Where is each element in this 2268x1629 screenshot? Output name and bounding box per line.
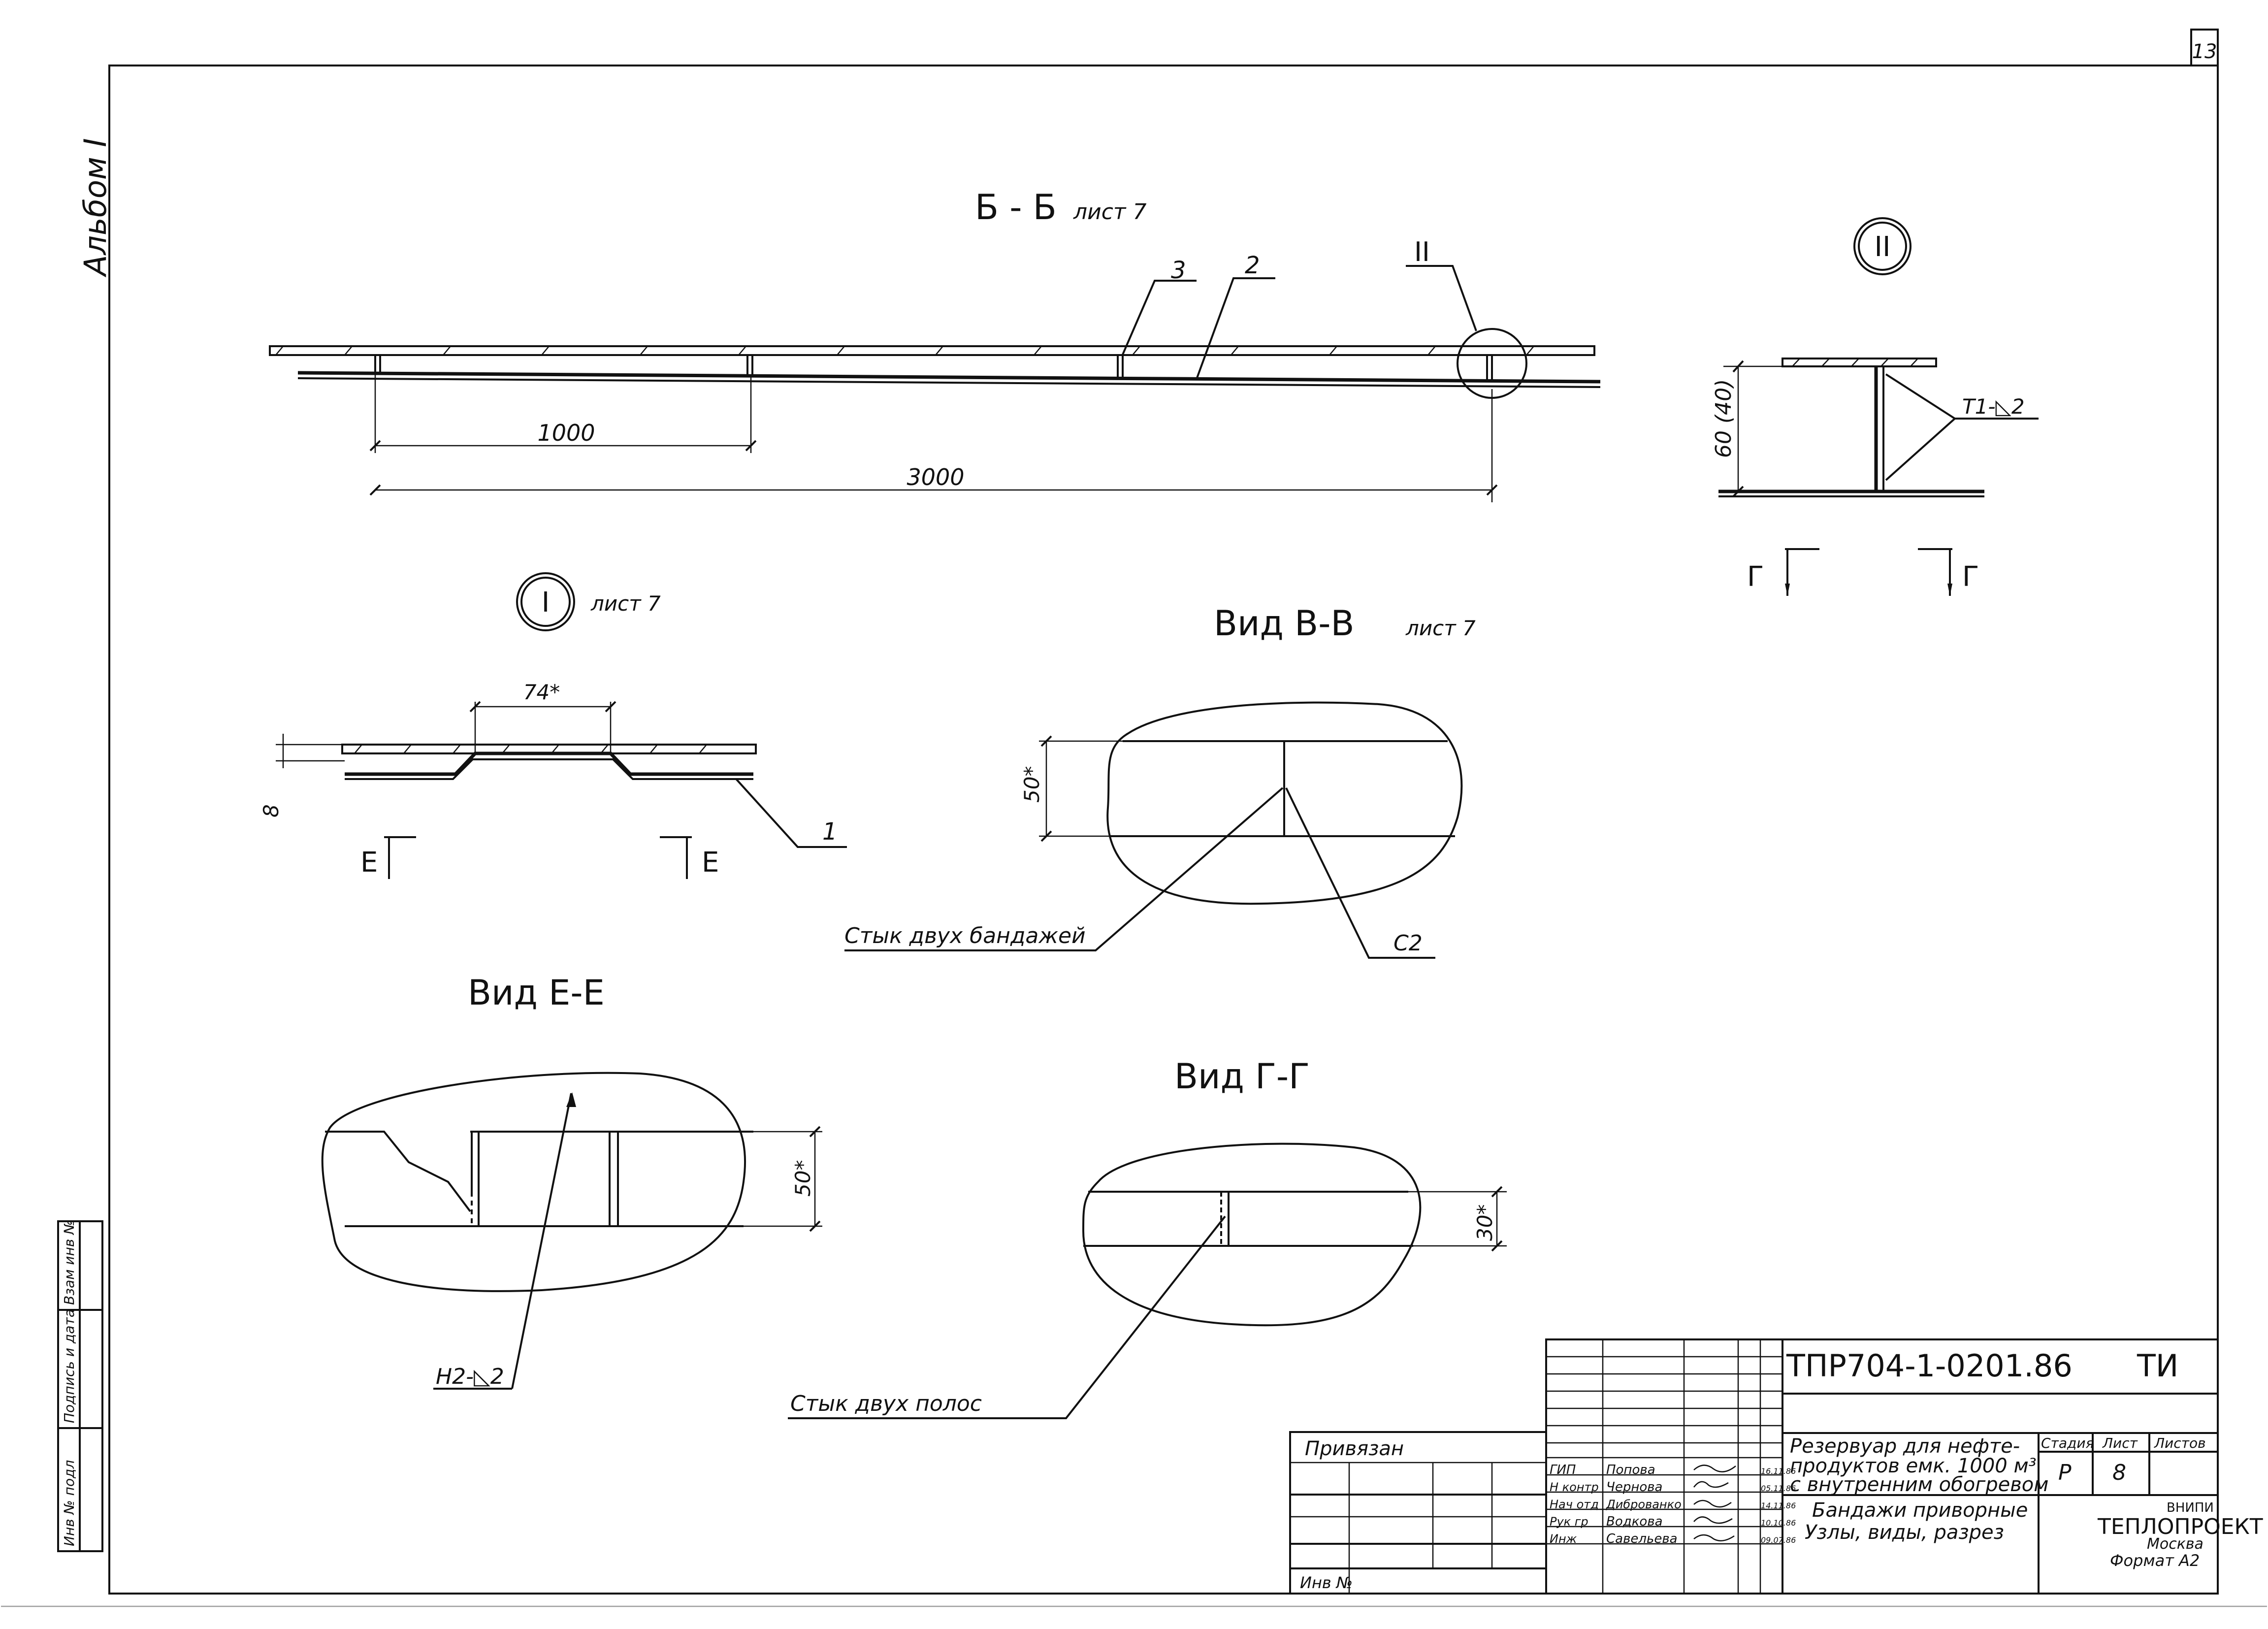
svg-text:Инж: Инж (1550, 1532, 1577, 1546)
view-ee: Вид Е-Е 50* Н2-◺2 (321, 973, 822, 1390)
svg-text:Рук гр: Рук гр (1550, 1515, 1588, 1529)
format-label: Формат А2 (2110, 1551, 2200, 1570)
svg-text:II: II (1414, 236, 1430, 267)
svg-text:Нач отд: Нач отд (1550, 1498, 1599, 1511)
svg-text:Подпись и дата: Подпись и дата (61, 1309, 77, 1423)
svg-text:74*: 74* (523, 680, 560, 704)
svg-text:60 (40): 60 (40) (1711, 379, 1736, 458)
view-vv: Вид В-В лист 7 50* Стык двух бандажей С2 (844, 603, 1476, 959)
svg-text:Инв № подл: Инв № подл (61, 1460, 77, 1546)
sheet-number: 13 (2192, 40, 2217, 63)
svg-text:Чернова: Чернова (1606, 1480, 1663, 1495)
svg-text:Резервуар для нефте-: Резервуар для нефте- (1790, 1435, 2020, 1458)
svg-text:с внутренним обогревом: с внутренним обогревом (1790, 1473, 2048, 1496)
svg-text:С2: С2 (1393, 931, 1423, 956)
svg-text:Е: Е (360, 847, 378, 879)
joint-strips-label: Стык двух полос (790, 1391, 982, 1416)
view-gg: Вид Г-Г 30* Стык двух полос (788, 1056, 1507, 1419)
svg-text:Инв №: Инв № (1300, 1573, 1353, 1592)
svg-text:Листов: Листов (2154, 1435, 2206, 1451)
album-label: Альбом I (77, 138, 113, 278)
svg-text:Водкова: Водкова (1606, 1514, 1663, 1529)
node-2: II 60 (40) T1-◺2 Г Г (1711, 217, 2039, 596)
document-mark: ТИ (2137, 1348, 2178, 1384)
svg-text:Привязан: Привязан (1305, 1437, 1404, 1460)
svg-text:Г: Г (1747, 561, 1764, 593)
joint-bandages-label: Стык двух бандажей (844, 923, 1086, 948)
svg-text:Диброванко: Диброванко (1606, 1498, 1682, 1511)
svg-text:T1-◺2: T1-◺2 (1962, 394, 2025, 419)
svg-text:Попова: Попова (1606, 1463, 1655, 1477)
svg-text:Вид Е-Е: Вид Е-Е (468, 973, 605, 1013)
svg-text:3000: 3000 (907, 464, 964, 490)
svg-text:лист 7: лист 7 (1405, 616, 1476, 640)
section-bb-title: Б - Б (975, 187, 1057, 228)
section-bb: Б - Б лист 7 3 2 II 1000 (269, 187, 1601, 502)
svg-text:14.11.86: 14.11.86 (1761, 1501, 1796, 1510)
svg-text:50*: 50* (1020, 766, 1044, 803)
svg-text:2: 2 (1245, 252, 1260, 279)
svg-text:Н2-◺2: Н2-◺2 (436, 1364, 504, 1389)
svg-text:Вид Г-Г: Вид Г-Г (1174, 1056, 1310, 1097)
svg-text:I: I (542, 586, 550, 619)
svg-text:продуктов емк. 1000 м³: продуктов емк. 1000 м³ (1790, 1455, 2037, 1477)
svg-text:Лист: Лист (2102, 1435, 2138, 1451)
svg-text:3: 3 (1171, 257, 1186, 284)
svg-text:30*: 30* (1473, 1205, 1497, 1241)
svg-text:лист 7: лист 7 (590, 591, 661, 616)
svg-text:8: 8 (259, 804, 283, 817)
svg-text:Н контр: Н контр (1550, 1480, 1599, 1494)
node-1: I лист 7 74* 8 1 Е Е (259, 572, 847, 879)
svg-text:Вид В-В: Вид В-В (1214, 603, 1354, 644)
sheet-number-box (2190, 29, 2219, 66)
svg-text:Г: Г (1962, 561, 1979, 593)
svg-text:16.11.86: 16.11.86 (1761, 1466, 1796, 1476)
svg-text:1000: 1000 (537, 420, 595, 446)
svg-text:Узлы, виды, разрез: Узлы, виды, разрез (1805, 1521, 2004, 1544)
svg-text:10.10.86: 10.10.86 (1761, 1518, 1796, 1528)
svg-text:50*: 50* (791, 1160, 815, 1197)
left-strip: Инв № подл Подпись и дата Взам инв № (57, 1220, 103, 1552)
svg-text:Бандажи приворные: Бандажи приворные (1812, 1499, 2028, 1522)
svg-text:Савельева: Савельева (1606, 1531, 1678, 1546)
section-bb-ref: лист 7 (1073, 199, 1147, 225)
svg-text:05.11.86: 05.11.86 (1761, 1484, 1796, 1493)
svg-text:Р: Р (2058, 1460, 2072, 1485)
document-code: ТПР704-1-0201.86 (1786, 1348, 2073, 1384)
organization-name: ТЕПЛОПРОЕКТ (2097, 1514, 2263, 1539)
svg-text:ГИП: ГИП (1550, 1463, 1576, 1477)
svg-text:ВНИПИ: ВНИПИ (2167, 1500, 2214, 1515)
svg-text:Москва: Москва (2147, 1535, 2203, 1553)
svg-text:Стадия: Стадия (2041, 1435, 2094, 1451)
svg-text:1: 1 (822, 818, 838, 846)
svg-text:Е: Е (702, 847, 719, 879)
outer-border (108, 65, 2219, 1595)
svg-text:8: 8 (2112, 1460, 2126, 1485)
svg-text:Взам инв №: Взам инв № (61, 1220, 77, 1305)
svg-text:09.07.86: 09.07.86 (1761, 1535, 1796, 1545)
title-block: ТПР704-1-0201.86 ТИ ГИП Н контр Нач отд … (1289, 1338, 2263, 1595)
svg-text:II: II (1874, 231, 1890, 263)
